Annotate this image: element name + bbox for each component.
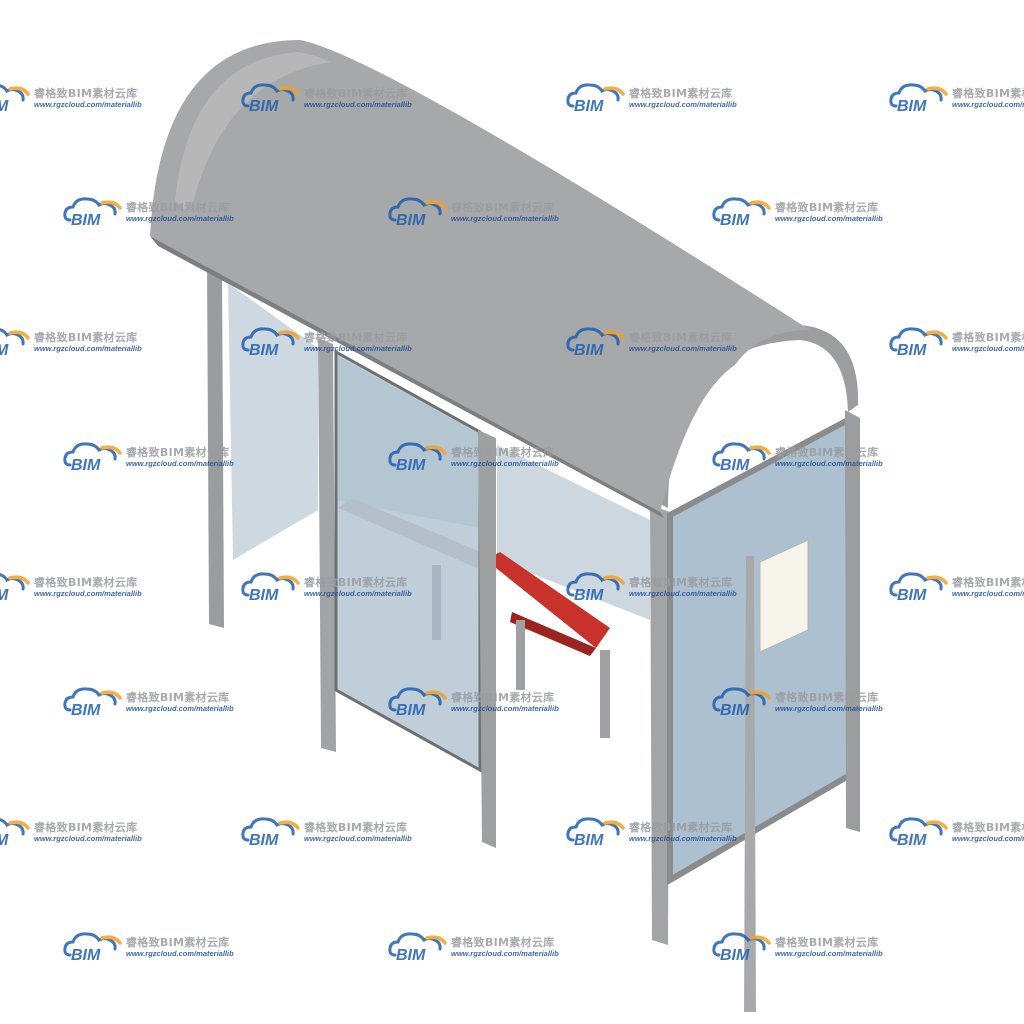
bench-seat-front <box>510 612 596 656</box>
back-glass-left <box>228 283 318 560</box>
roof-underside <box>150 236 664 518</box>
roof-canopy <box>150 40 810 512</box>
bench-leg-2 <box>516 620 525 690</box>
bench-leg-3 <box>600 650 610 738</box>
sign-pole <box>744 556 756 1012</box>
bench-seat <box>486 552 610 648</box>
front-glass-panel <box>336 352 480 770</box>
front-glass-frame <box>334 349 482 773</box>
back-post-mid <box>318 338 336 752</box>
poster-board <box>759 539 809 653</box>
front-post-right <box>650 505 670 945</box>
front-post-mid <box>478 430 496 848</box>
back-post-left <box>207 262 224 628</box>
side-post-right <box>845 410 860 832</box>
roof-highlight <box>175 52 330 215</box>
